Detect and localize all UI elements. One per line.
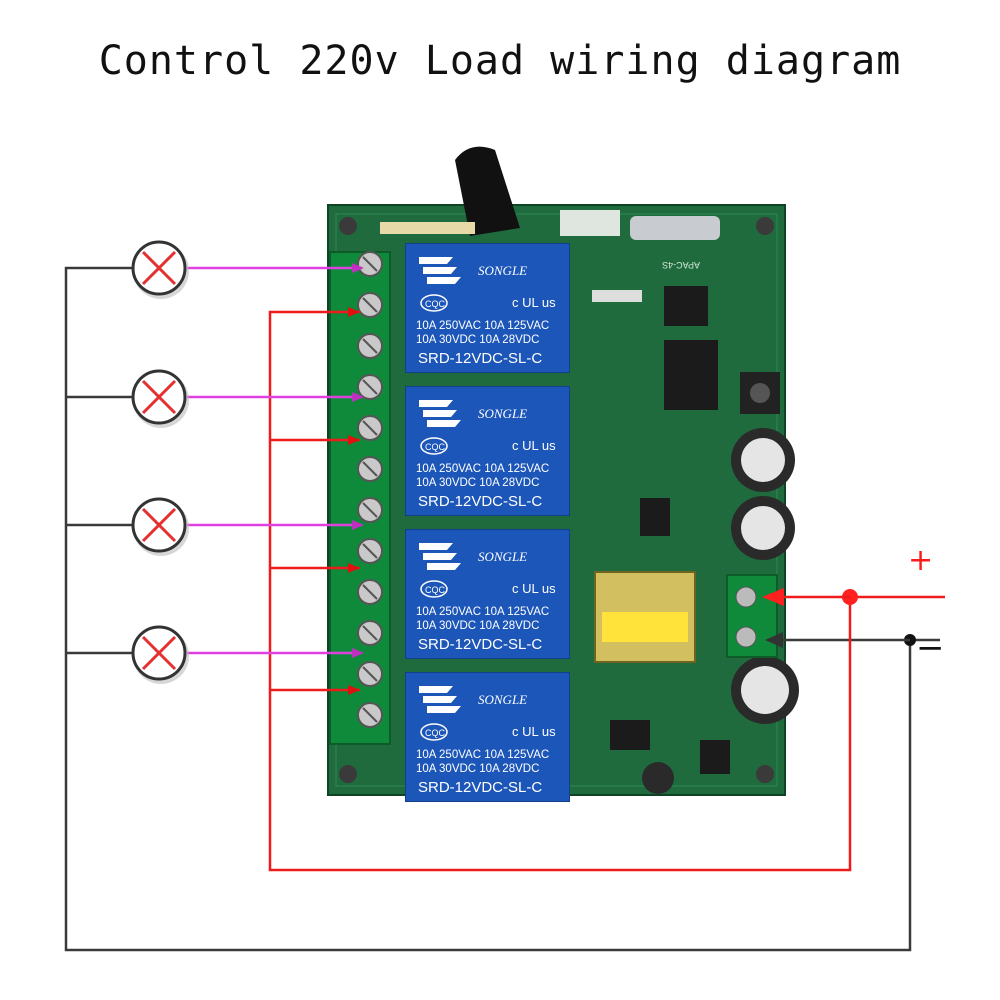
relay: SONGLE CQC c UL us 10A 250VAC 10A 125VAC 10A… [405, 243, 570, 373]
relay-rating-1: 10A 250VAC 10A 125VAC [416, 606, 549, 618]
relay: SONGLE CQC c UL us 10A 250VAC 10A 125VAC 10A… [405, 529, 570, 659]
relay-model: SRD-12VDC-SL-C [418, 493, 542, 510]
relay-model: SRD-12VDC-SL-C [418, 636, 542, 653]
relay-cert: CQC [425, 585, 446, 595]
relay-ul: c UL us [512, 581, 556, 596]
lamp-icon [131, 240, 189, 299]
relay-rating-1: 10A 250VAC 10A 125VAC [416, 320, 549, 332]
relay-rating-2: 10A 30VDC 10A 28VDC [416, 334, 539, 346]
relay-cert: CQC [425, 299, 446, 309]
relay-ul: c UL us [512, 295, 556, 310]
relay-rating-2: 10A 30VDC 10A 28VDC [416, 620, 539, 632]
relay-model: SRD-12VDC-SL-C [418, 779, 542, 796]
relay-cert: CQC [425, 728, 446, 738]
positive-arrow [762, 588, 784, 606]
control-circuitry [592, 286, 799, 794]
relay-rating-2: 10A 30VDC 10A 28VDC [416, 477, 539, 489]
positive-label: + [908, 543, 934, 578]
board-label: APAC-4S [662, 260, 700, 270]
relay-model: SRD-12VDC-SL-C [418, 350, 542, 367]
relay: SONGLE CQC c UL us 10A 250VAC 10A 125VAC 10A… [405, 386, 570, 516]
relay-brand: SONGLE [478, 406, 527, 421]
diagram-title: Control 220v Load wiring diagram [98, 38, 902, 84]
lamp-icon [131, 497, 189, 556]
relay: SONGLE CQC c UL us 10A 250VAC 10A 125VAC 10A… [405, 672, 570, 802]
relay-terminal-blocks [329, 251, 391, 745]
relay-rating-1: 10A 250VAC 10A 125VAC [416, 463, 549, 475]
relay-stack: SONGLE CQC c UL us 10A 250VAC 10A 125VAC 10A… [405, 243, 570, 802]
lamp-icon [131, 369, 189, 428]
relay-rating-1: 10A 250VAC 10A 125VAC [416, 749, 549, 761]
relay-brand: SONGLE [478, 692, 527, 707]
positive-wire [268, 310, 945, 872]
relay-brand: SONGLE [478, 263, 527, 278]
relay-ul: c UL us [512, 724, 556, 739]
neutral-arrow [765, 632, 783, 648]
power-input-terminal [726, 574, 778, 658]
relay-rating-2: 10A 30VDC 10A 28VDC [416, 763, 539, 775]
negative-label: − [916, 628, 945, 668]
lamp-icon [131, 625, 189, 684]
relay-cert: CQC [425, 442, 446, 452]
relay-ul: c UL us [512, 438, 556, 453]
relay-brand: SONGLE [478, 549, 527, 564]
